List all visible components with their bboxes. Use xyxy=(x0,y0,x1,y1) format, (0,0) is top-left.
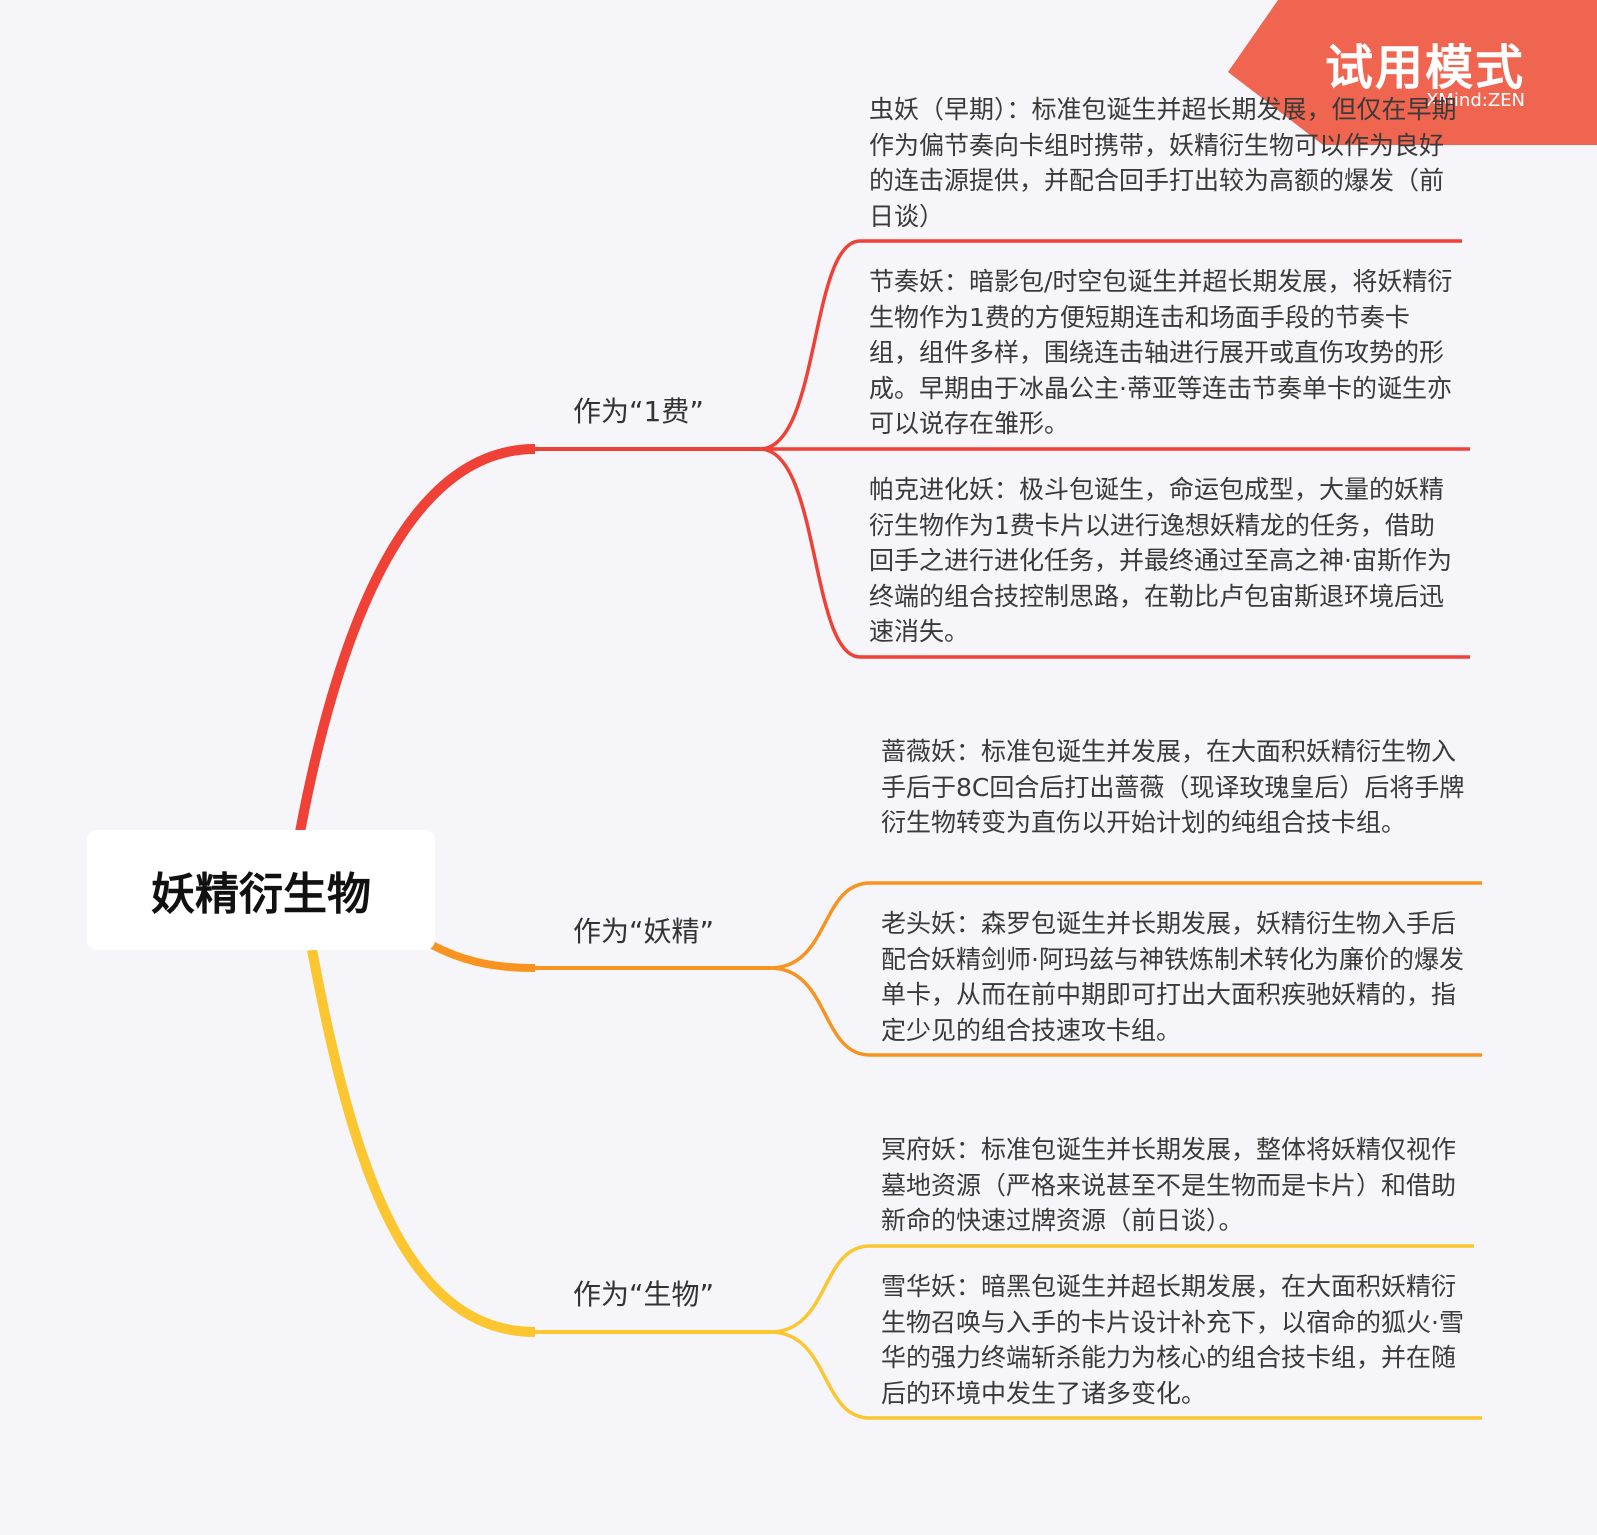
subtopic-laotouyao[interactable]: 老头妖：森罗包诞生并长期发展，妖精衍生物入手后配合妖精剑师·阿玛兹与神铁炼制术转… xyxy=(881,909,1464,1045)
subtopic-chongyao[interactable]: 虫妖（早期）：标准包诞生并超长期发展，但仅在早期作为偏节奏向卡组时携带，妖精衍生… xyxy=(869,95,1457,231)
leaf-connector-1-3 xyxy=(759,447,1470,659)
watermark-brand: XMind:ZEN xyxy=(1426,90,1525,111)
watermark-banner-shape xyxy=(1228,0,1597,145)
leaf-connector-2-2 xyxy=(769,966,1482,1057)
leaf-connector-3-1 xyxy=(769,1244,1474,1334)
subtopic-qiangweiyao[interactable]: 蔷薇妖：标准包诞生并发展，在大面积妖精衍生物入手后于8C回合后打出蔷薇（现译玫瑰… xyxy=(881,737,1465,837)
watermark-title: 试用模式 xyxy=(1324,40,1525,96)
leaf-connector-1-1 xyxy=(759,239,1462,451)
central-topic[interactable]: 妖精衍生物 xyxy=(87,830,435,950)
branch-topic-1[interactable]: 作为“1费” xyxy=(573,395,704,428)
branch-connector-3 xyxy=(307,949,536,1337)
branch-connector-2 xyxy=(428,940,536,972)
subtopic-xuehuayao[interactable]: 雪华妖：暗黑包诞生并超长期发展，在大面积妖精衍生物召唤与入手的卡片设计补充下，以… xyxy=(881,1272,1464,1408)
subtopic-mingfuyao[interactable]: 冥府妖：标准包诞生并长期发展，整体将妖精仅视作墓地资源（严格来说甚至不是生物而是… xyxy=(881,1135,1457,1235)
central-topic-label: 妖精衍生物 xyxy=(151,869,371,920)
branch-topic-2[interactable]: 作为“妖精” xyxy=(573,915,715,948)
branch-connector-1 xyxy=(295,444,536,833)
leaf-connector-2-1 xyxy=(769,881,1482,970)
subtopic-jiezouyao[interactable]: 节奏妖：暗影包/时空包诞生并超长期发展，将妖精衍生物作为1费的方便短期连击和场面… xyxy=(869,267,1453,438)
leaf-connector-3-2 xyxy=(769,1330,1482,1420)
subtopic-pake-jinhuayao[interactable]: 帕克进化妖：极斗包诞生，命运包成型，大量的妖精衍生物作为1费卡片以进行逸想妖精龙… xyxy=(869,475,1452,646)
branch-topic-3[interactable]: 作为“生物” xyxy=(573,1278,715,1311)
trial-mode-watermark: 试用模式 XMind:ZEN xyxy=(1228,0,1597,145)
